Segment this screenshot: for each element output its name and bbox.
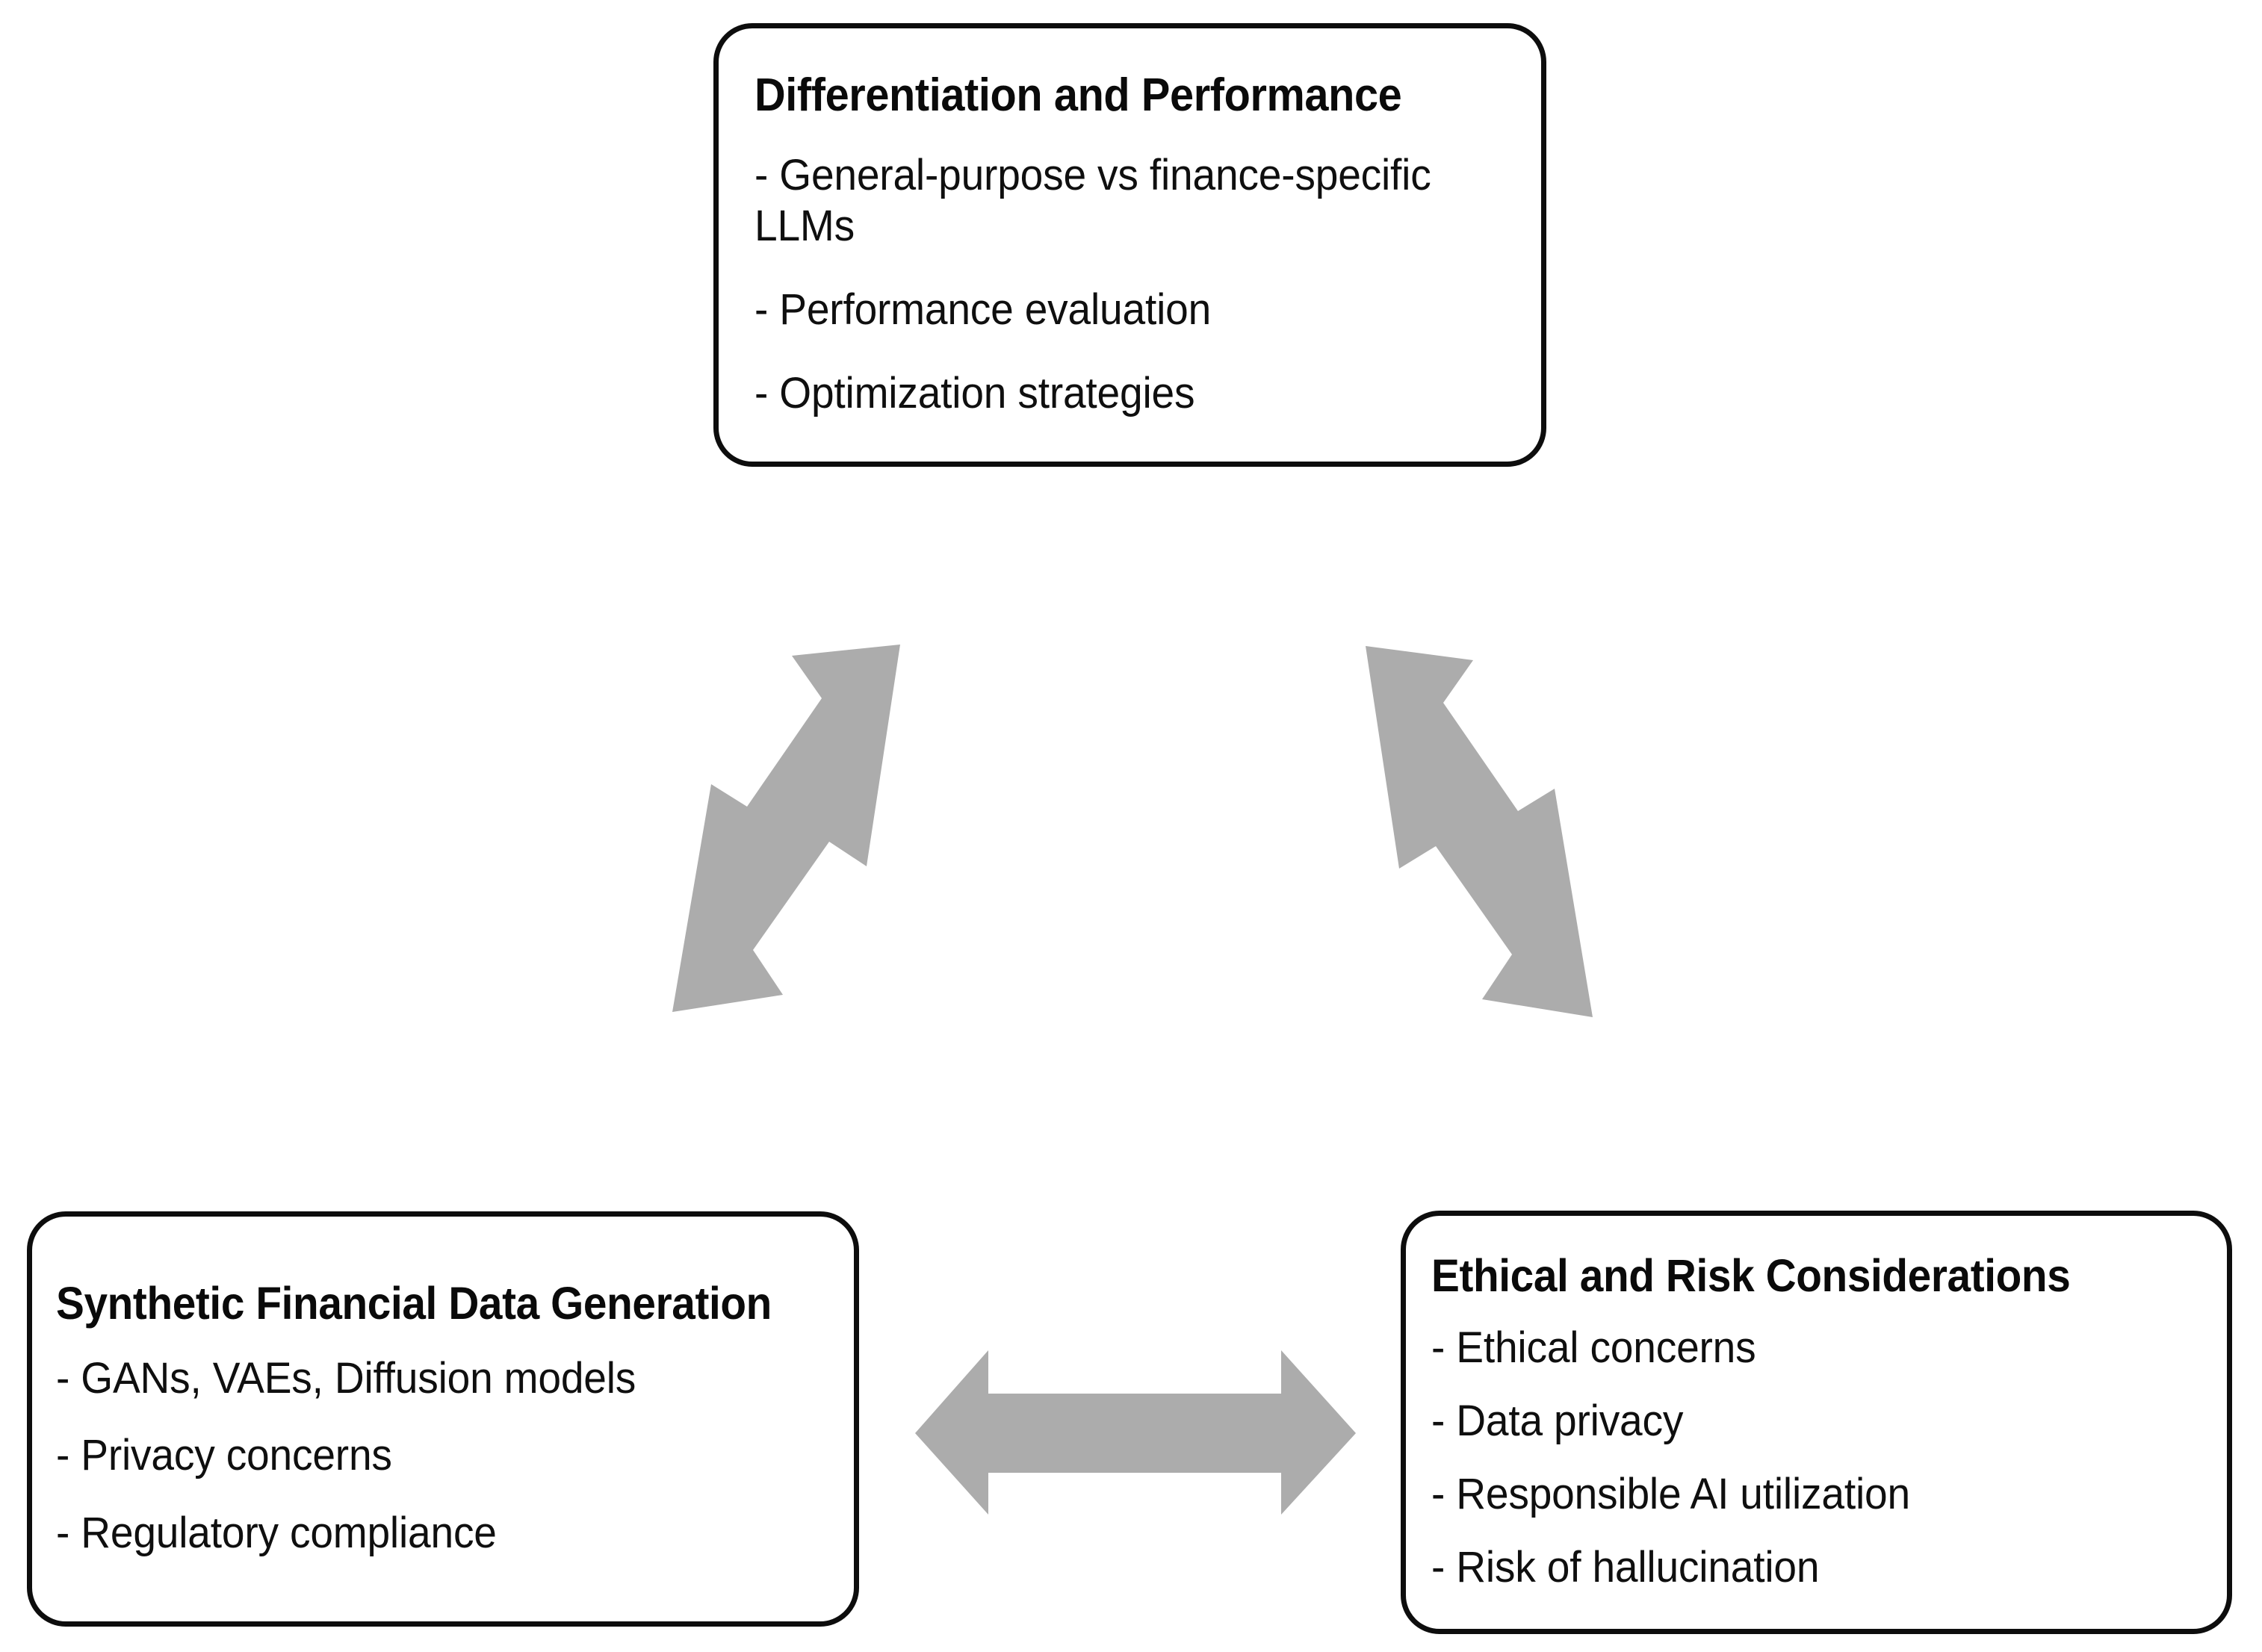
list-item: - Data privacy bbox=[1431, 1396, 1684, 1445]
box-item-list: - GANs, VAEs, Diffusion models - Privacy… bbox=[56, 1353, 824, 1559]
list-item: - General-purpose vs finance-specific LL… bbox=[754, 151, 1431, 250]
bottom-horizontal-connector bbox=[915, 1350, 1356, 1515]
box-title: Synthetic Financial Data Generation bbox=[56, 1277, 772, 1329]
list-item: - Privacy concerns bbox=[56, 1431, 392, 1480]
concept-box-synthetic-financial-data-generation[interactable]: Synthetic Financial Data Generation - GA… bbox=[27, 1211, 859, 1627]
list-item: - Regulatory compliance bbox=[56, 1509, 497, 1558]
box-item-list: - General-purpose vs finance-specific LL… bbox=[754, 150, 1507, 418]
list-item: - Performance evaluation bbox=[754, 285, 1212, 334]
box-item-list: - Ethical concerns - Data privacy - Resp… bbox=[1431, 1323, 2197, 1592]
box-title: Ethical and Risk Considerations bbox=[1431, 1250, 2071, 1302]
list-item: - Ethical concerns bbox=[1431, 1323, 1756, 1373]
list-item: - Risk of hallucination bbox=[1431, 1542, 1820, 1592]
list-item: - GANs, VAEs, Diffusion models bbox=[56, 1353, 636, 1403]
list-item: - Optimization strategies bbox=[754, 368, 1195, 417]
concept-box-differentiation-and-performance[interactable]: Differentiation and Performance - Genera… bbox=[713, 23, 1546, 467]
list-item: - Responsible AI utilization bbox=[1431, 1469, 1910, 1518]
left-diagonal-connector bbox=[672, 645, 900, 1012]
right-diagonal-connector bbox=[1366, 646, 1593, 1017]
concept-box-ethical-and-risk-considerations[interactable]: Ethical and Risk Considerations - Ethica… bbox=[1401, 1211, 2232, 1634]
box-title: Differentiation and Performance bbox=[754, 69, 1402, 122]
